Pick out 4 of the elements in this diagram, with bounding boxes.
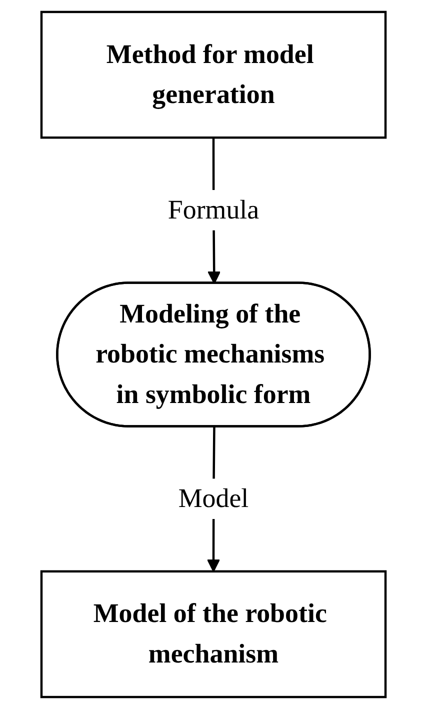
node-box: Model of the robotic mechanism [40, 570, 387, 698]
edge-label: Model [178, 483, 249, 514]
edge-label: Formula [168, 194, 260, 224]
node-box: Method for model generation [40, 10, 387, 139]
